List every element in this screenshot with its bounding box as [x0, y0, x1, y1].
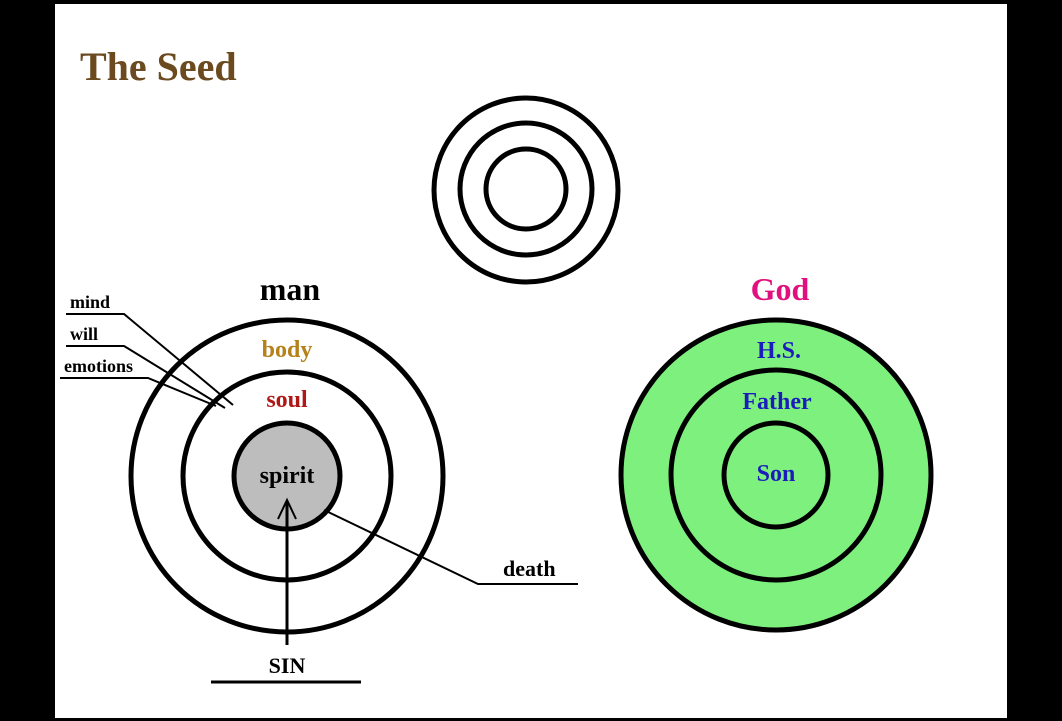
body-label: body: [262, 337, 313, 363]
emotions-leader-line: [60, 377, 217, 407]
man-heading: man: [260, 271, 321, 307]
will-label: will: [70, 324, 98, 344]
hs-ring: [618, 317, 934, 633]
mind-label: mind: [70, 292, 110, 312]
seed-middle-ring: [457, 120, 595, 258]
seed-circles: [431, 95, 621, 285]
god-diagram: God H.S. Father Son: [618, 271, 934, 633]
son-ring: [721, 420, 831, 530]
soul-label: soul: [266, 387, 308, 413]
emotions-label: emotions: [64, 356, 133, 376]
death-leader-line: [323, 509, 578, 585]
spirit-label: spirit: [260, 463, 315, 489]
mind-leader-line: [66, 313, 234, 406]
god-heading: God: [751, 271, 810, 307]
page-title: The Seed: [80, 44, 237, 89]
man-diagram: man body soul spirit mind will emotions …: [60, 271, 578, 684]
sin-label: SIN: [269, 653, 306, 678]
hs-label: H.S.: [757, 338, 801, 364]
father-label: Father: [742, 389, 812, 415]
father-ring: [668, 367, 884, 583]
death-label: death: [503, 556, 556, 581]
sin-arrow-head: [277, 497, 297, 520]
son-label: Son: [757, 461, 796, 487]
seed-inner-ring: [483, 146, 569, 232]
will-leader-line: [66, 345, 226, 409]
seed-outer-ring: [431, 95, 621, 285]
